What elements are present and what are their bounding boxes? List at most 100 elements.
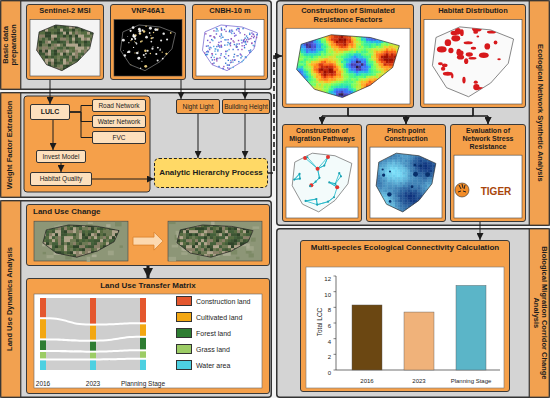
graphic-rect — [96, 44, 99, 47]
graphic-rect — [211, 53, 212, 54]
graphic-rect — [66, 50, 69, 53]
graphic-rect — [207, 242, 210, 245]
graphic-rect — [96, 47, 99, 50]
graphic-rect — [222, 239, 225, 242]
process-box: Land Use Transfer Matrix — [26, 278, 270, 394]
graphic-rect — [55, 230, 58, 233]
graphic-rect — [189, 248, 192, 251]
graphic-circle — [155, 53, 157, 55]
graphic-rect — [289, 43, 292, 46]
graphic-rect — [238, 61, 239, 62]
graphic-rect — [109, 236, 112, 239]
graphic-rect — [61, 230, 64, 233]
graphic-rect — [55, 233, 58, 236]
graphic-rect — [210, 260, 213, 263]
graphic-rect — [289, 101, 292, 104]
graphic-rect — [219, 227, 222, 230]
graphic-rect — [84, 74, 87, 77]
graphic-rect — [228, 227, 231, 230]
graphic-rect — [286, 71, 289, 74]
graphic-rect — [218, 66, 219, 67]
graphic-rect — [60, 50, 63, 53]
graphic-rect — [231, 230, 234, 233]
graphic-rect — [228, 242, 231, 245]
graphic-rect — [46, 251, 49, 254]
graphic-rect — [289, 98, 292, 101]
graphic-rect — [291, 46, 294, 49]
graphic-rect — [54, 29, 57, 32]
graphic-rect — [75, 50, 78, 53]
graphic-rect — [64, 260, 67, 263]
graphic-rect — [46, 230, 49, 233]
graphic-g — [34, 221, 130, 263]
graphic-rect — [78, 44, 81, 47]
graphic-circle — [133, 34, 135, 36]
graphic-rect — [39, 20, 42, 23]
graphic-circle — [131, 38, 133, 40]
graphic-rect — [55, 236, 58, 239]
graphic-rect — [120, 245, 123, 247]
panel-band-label: Basic data preparation — [0, 0, 20, 90]
graphic-rect — [246, 257, 249, 260]
graphic-rect — [57, 20, 60, 23]
graphic-rect — [72, 23, 75, 26]
class-bar — [90, 360, 96, 370]
box-label: FVC — [112, 134, 127, 141]
graphic-rect — [57, 29, 60, 32]
graphic-rect — [224, 29, 225, 30]
box-illustration — [193, 5, 269, 81]
panel-title: Land Use Dynamics Analysis — [6, 205, 14, 393]
graphic-rect — [183, 242, 186, 245]
graphic-rect — [42, 38, 45, 41]
class-bar — [140, 298, 146, 322]
class-bar — [90, 298, 96, 324]
graphic-rect — [34, 260, 37, 263]
graphic-rect — [234, 221, 237, 224]
graphic-rect — [286, 91, 289, 94]
graphic-rect — [85, 239, 88, 242]
graphic-rect — [97, 236, 100, 239]
graphic-rect — [84, 23, 87, 26]
graphic-rect — [121, 260, 124, 263]
graphic-rect — [115, 260, 118, 263]
graphic-rect — [168, 260, 171, 263]
graphic-rect — [103, 242, 106, 245]
graphic-rect — [93, 44, 96, 47]
graphic-rect — [189, 239, 192, 242]
graphic-rect — [192, 242, 195, 245]
graphic-rect — [230, 43, 231, 44]
graphic-rect — [72, 50, 75, 53]
graphic-rect — [294, 58, 297, 61]
graphic-rect — [219, 248, 222, 251]
graphic-rect — [46, 236, 49, 239]
graphic-rect — [207, 257, 210, 260]
graphic-rect — [299, 38, 302, 41]
graphic-rect — [66, 74, 69, 77]
graphic-rect — [30, 56, 33, 59]
graphic-circle — [140, 68, 141, 69]
graphic-rect — [118, 251, 121, 254]
graphic-rect — [72, 74, 75, 77]
graphic-rect — [45, 23, 48, 26]
graphic-rect — [180, 221, 183, 224]
graphic-rect — [63, 53, 66, 56]
graphic-rect — [246, 230, 249, 233]
graphic-rect — [286, 76, 289, 79]
graphic-circle — [136, 43, 138, 45]
graphic-rect — [221, 46, 222, 47]
graphic-rect — [121, 230, 124, 233]
graphic-rect — [286, 48, 289, 51]
graphic-rect — [94, 224, 97, 227]
graphic-rect — [73, 221, 76, 224]
graphic-rect — [81, 20, 84, 23]
graphic-rect — [60, 65, 63, 68]
stage-panel: Basic data preparationSentinel-2 MSIVNP4… — [0, 0, 272, 90]
graphic-rect — [231, 254, 234, 257]
graphic-rect — [223, 66, 224, 67]
graphic-rect — [261, 257, 264, 260]
graphic-rect — [82, 248, 85, 251]
graphic-rect — [299, 33, 302, 36]
graphic-rect — [198, 230, 201, 233]
graphic-rect — [88, 257, 91, 260]
graphic-rect — [195, 230, 198, 233]
